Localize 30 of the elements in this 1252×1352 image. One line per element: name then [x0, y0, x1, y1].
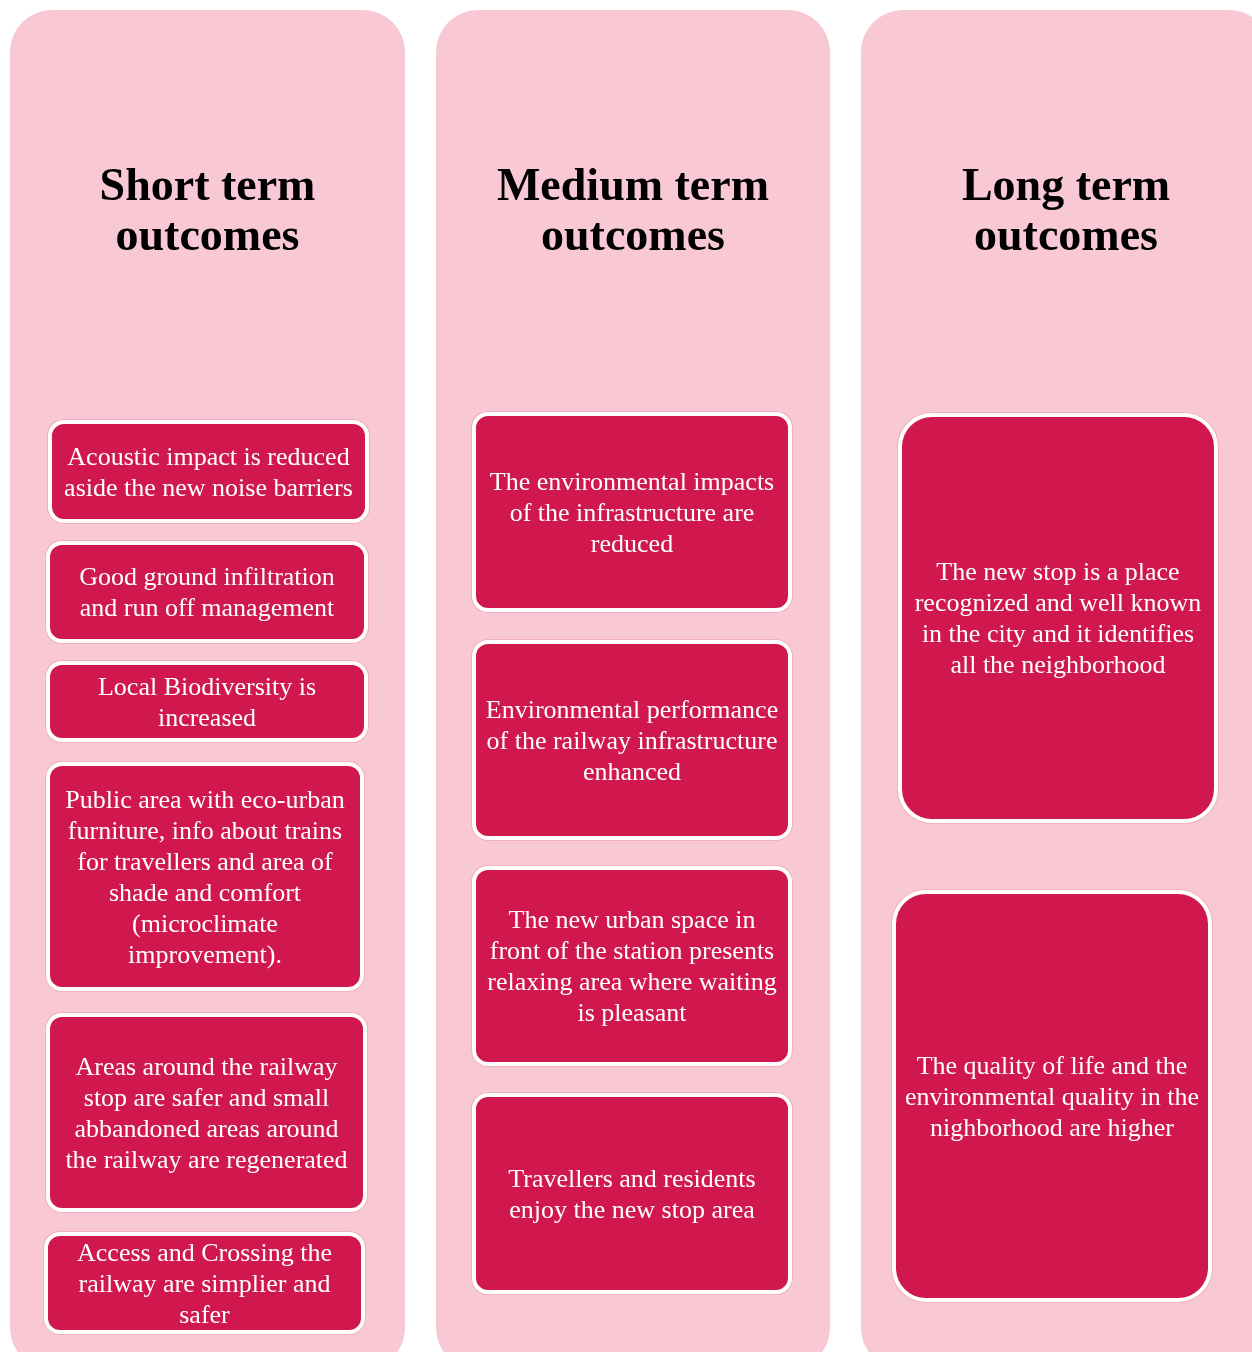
outcome-text: The new stop is a place recognized and well known in the city and it identifies all the neighborhood [913, 556, 1203, 680]
column-heading: Long term outcomes [960, 160, 1172, 260]
outcome-box [46, 1013, 367, 1212]
outcome-text: The new urban space in front of the station presents relaxing area where waiting is pleasant [486, 904, 778, 1028]
outcome-text: Environmental performance of the railway infrastructure enhanced [484, 693, 780, 787]
outcome-box [48, 420, 369, 523]
outcome-box [46, 762, 364, 991]
column-heading: Short term outcomes [98, 160, 317, 260]
outcome-box [472, 1093, 792, 1294]
column-panel [861, 10, 1252, 1352]
outcome-box [472, 412, 792, 612]
outcome-text: Areas around the railway stop are safer and small abbandoned areas around the railway are regenerated [64, 1050, 349, 1175]
column-panel [436, 10, 830, 1352]
column-panel [10, 10, 405, 1352]
outcome-box [472, 640, 792, 840]
outcome-box [46, 661, 368, 742]
outcome-text: Local Biodiversity is increased [96, 670, 318, 733]
outcome-text: Good ground infiltration and run off management [78, 561, 336, 623]
outcome-box [892, 890, 1212, 1302]
outcome-text: The quality of life and the environmental quality in the nighborhood are higher [904, 1049, 1200, 1143]
outcome-text: Access and Crossing the railway are simplier and safer [76, 1236, 333, 1330]
outcome-text: Public area with eco-urban furniture, info about trains for travellers and area of shade and comfort (microclimate improvement). [64, 783, 346, 970]
outcome-text: Travellers and residents enjoy the new stop area [507, 1162, 757, 1225]
outcome-box [898, 413, 1218, 823]
outcome-box [44, 1232, 365, 1334]
outcome-box [46, 541, 368, 643]
column-heading: Medium term outcomes [495, 160, 771, 260]
outcome-box [472, 866, 792, 1066]
outcome-text: The environmental impacts of the infrastructure are reduced [488, 465, 776, 559]
outcome-text: Acoustic impact is reduced aside the new noise barriers [63, 440, 354, 503]
